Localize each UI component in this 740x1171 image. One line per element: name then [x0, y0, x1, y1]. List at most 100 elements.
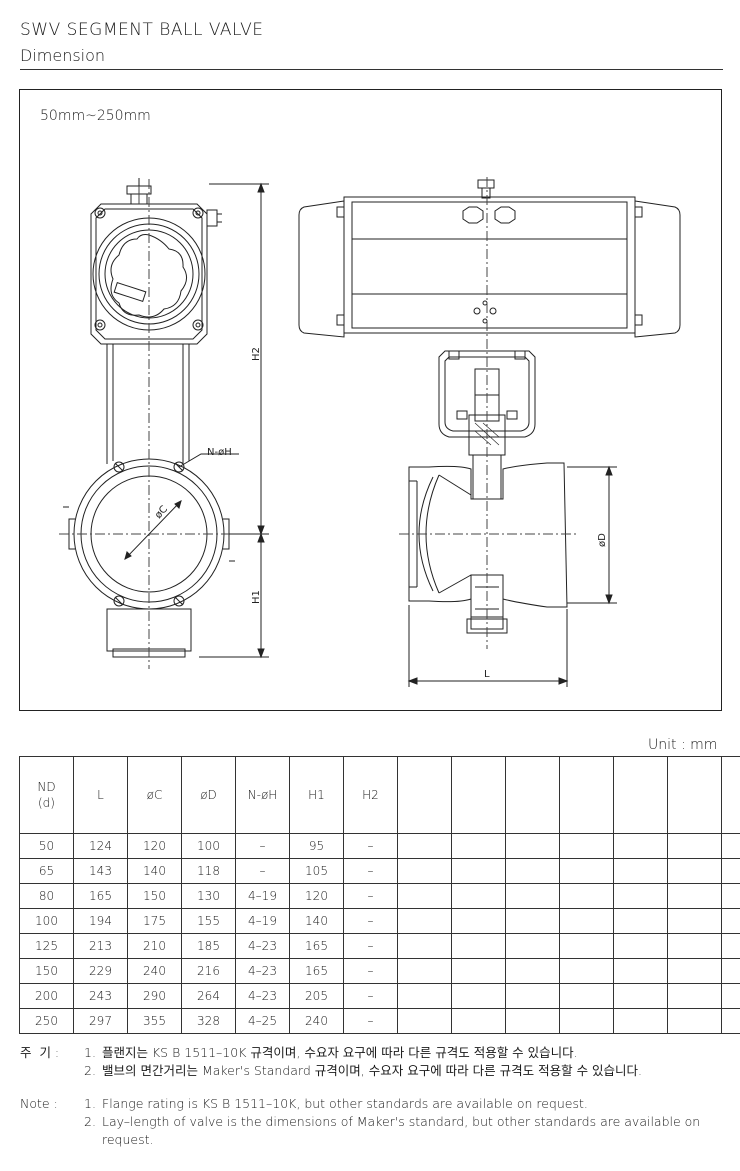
table-cell [721, 833, 740, 859]
table-header-cell: H2 [343, 756, 398, 834]
unit-label: Unit : mm [648, 737, 718, 753]
table-cell [505, 933, 560, 959]
table-cell: 250 [19, 1008, 74, 1034]
table-cell [559, 833, 614, 859]
table-cell [667, 908, 722, 934]
table-cell [397, 1008, 452, 1034]
table-cell [721, 883, 740, 909]
korean-note-2-num: 2. [84, 1063, 96, 1078]
table-cell: – [235, 833, 290, 859]
english-notes: Note : 1. Flange rating is KS B 1511–10K… [20, 1095, 722, 1149]
table-cell [505, 1008, 560, 1034]
valve-technical-drawing: H2 H1 N-øH øC øD L [59, 177, 681, 687]
table-cell [667, 833, 722, 859]
table-cell [451, 933, 506, 959]
table-cell [667, 933, 722, 959]
table-cell [505, 958, 560, 984]
table-cell: 200 [19, 983, 74, 1009]
page-title: SWV SEGMENT BALL VALVE [20, 20, 264, 40]
table-cell: 140 [127, 858, 182, 884]
table-cell: 297 [73, 1008, 128, 1034]
table-cell: 4–23 [235, 933, 290, 959]
table-cell [451, 858, 506, 884]
od-label: øD [597, 533, 608, 547]
table-cell: 130 [181, 883, 236, 909]
table-cell: 194 [73, 908, 128, 934]
table-cell [613, 983, 668, 1009]
table-cell: 165 [289, 958, 344, 984]
table-cell [721, 958, 740, 984]
table-cell [397, 958, 452, 984]
table-cell [559, 933, 614, 959]
table-cell: 216 [181, 958, 236, 984]
table-header-cell: øC [127, 756, 182, 834]
table-cell: 4–23 [235, 958, 290, 984]
table-cell: – [343, 908, 398, 934]
table-cell: 50 [19, 833, 74, 859]
table-cell: 210 [127, 933, 182, 959]
table-cell: 4–25 [235, 1008, 290, 1034]
table-cell: 264 [181, 983, 236, 1009]
table-cell: – [343, 858, 398, 884]
table-cell: 165 [289, 933, 344, 959]
table-cell [397, 933, 452, 959]
table-cell: 120 [289, 883, 344, 909]
table-cell: 205 [289, 983, 344, 1009]
table-cell [559, 858, 614, 884]
table-cell [613, 908, 668, 934]
table-cell: 65 [19, 858, 74, 884]
table-cell [721, 1008, 740, 1034]
table-cell: 100 [19, 908, 74, 934]
table-cell [505, 983, 560, 1009]
table-cell: – [343, 833, 398, 859]
table-cell: 118 [181, 858, 236, 884]
table-cell: 240 [127, 958, 182, 984]
drawing-frame [19, 89, 722, 711]
table-cell [721, 858, 740, 884]
table-cell: 140 [289, 908, 344, 934]
table-cell: 95 [289, 833, 344, 859]
table-cell [451, 958, 506, 984]
table-cell [397, 983, 452, 1009]
korean-note-1: 플랜지는 KS B 1511–10K 규격이며, 수요자 요구에 따라 다른 규… [102, 1045, 578, 1060]
english-note-2: Lay–length of valve is the dimensions of… [102, 1114, 701, 1147]
table-cell [559, 983, 614, 1009]
table-cell [667, 958, 722, 984]
table-header-cell: øD [181, 756, 236, 834]
table-cell [397, 883, 452, 909]
english-note-1-num: 1. [84, 1096, 96, 1111]
table-header-cell [721, 756, 740, 834]
table-cell: 150 [19, 958, 74, 984]
table-cell: – [343, 983, 398, 1009]
table-cell: 213 [73, 933, 128, 959]
table-cell: 175 [127, 908, 182, 934]
table-cell [559, 908, 614, 934]
table-cell: – [343, 933, 398, 959]
table-header-cell: H1 [289, 756, 344, 834]
korean-note-2: 밸브의 면간거리는 Maker's Standard 규격이며, 수요자 요구에… [102, 1063, 643, 1078]
table-cell [397, 908, 452, 934]
table-header-cell [451, 756, 506, 834]
table-cell: 355 [127, 1008, 182, 1034]
table-header-cell [397, 756, 452, 834]
table-cell [505, 833, 560, 859]
korean-note-1-num: 1. [84, 1045, 96, 1060]
h1-label: H1 [251, 590, 262, 604]
actuator-front-view [90, 178, 222, 464]
table-cell: 185 [181, 933, 236, 959]
table-cell [451, 883, 506, 909]
english-note-2-num: 2. [84, 1114, 96, 1129]
korean-notes: 주 기 : 1. 플랜지는 KS B 1511–10K 규격이며, 수요자 요구… [20, 1044, 722, 1080]
table-cell: 4–19 [235, 883, 290, 909]
table-header-cell: N-øH [235, 756, 290, 834]
table-cell: 4–19 [235, 908, 290, 934]
